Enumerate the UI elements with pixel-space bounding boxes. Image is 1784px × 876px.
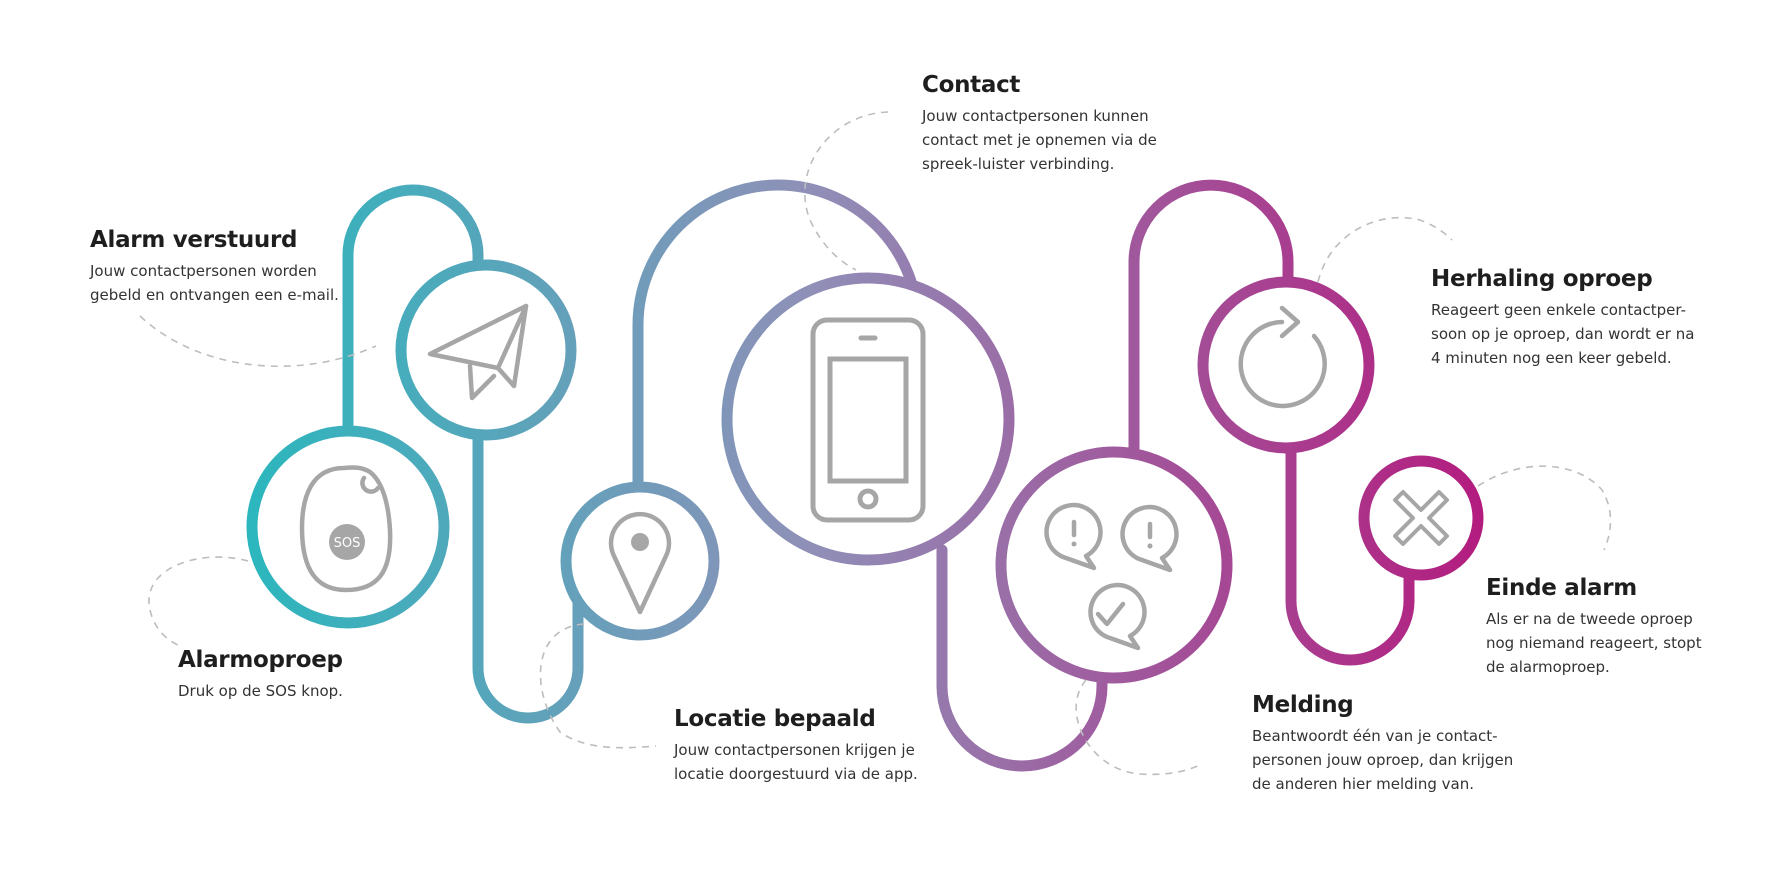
step-title: Einde alarm [1486, 575, 1637, 601]
step-label-locatie-bepaald: Locatie bepaald Jouw contactpersonen kri… [674, 706, 918, 786]
step-label-contact: Contact Jouw contactpersonen kunnen cont… [922, 72, 1157, 176]
step-description: Druk op de SOS knop. [178, 682, 343, 701]
step-circle-einde-alarm [1358, 455, 1484, 581]
step-circle-locatie-bepaald [560, 481, 720, 641]
step-label-herhaling-oproep: Herhaling oproep Reageert geen enkele co… [1431, 266, 1694, 370]
sos-device-icon: SOS [299, 465, 393, 593]
repeat-icon [1238, 305, 1327, 409]
step-circle-melding [995, 446, 1233, 684]
paper-plane-icon [427, 303, 529, 401]
speech-bubbles-icon [1044, 502, 1179, 651]
step-title: Alarmoproep [178, 647, 343, 673]
dashed-connectors [139, 111, 1612, 776]
step-title: Melding [1252, 692, 1354, 718]
step-circle-alarm-verstuurd [395, 259, 577, 441]
step-title: Contact [922, 72, 1021, 98]
flow-line [342, 179, 1415, 772]
step-title: Alarm verstuurd [90, 227, 298, 253]
step-description: Reageert geen enkele contactper- soon op… [1431, 301, 1695, 368]
step-description: Beantwoordt één van je contact- personen… [1252, 727, 1514, 794]
step-description: Als er na de tweede oproep nog niemand r… [1486, 610, 1702, 677]
step-description: Jouw contactpersonen worden gebeld en on… [90, 262, 339, 305]
step-label-alarmoproep: Alarmoproep Druk op de SOS knop. [178, 647, 343, 703]
step-title: Herhaling oproep [1431, 266, 1653, 292]
step-title: Locatie bepaald [674, 706, 876, 732]
sos-device-label: SOS [334, 536, 361, 551]
step-label-einde-alarm: Einde alarm Als er na de tweede oproep n… [1486, 575, 1702, 679]
step-label-alarm-verstuurd: Alarm verstuurd Jouw contactpersonen wor… [90, 227, 339, 307]
step-description: Jouw contactpersonen kunnen contact met … [922, 107, 1157, 174]
step-description: Jouw contactpersonen krijgen je locatie … [674, 741, 918, 784]
smartphone-icon [810, 317, 926, 523]
step-circle-contact [721, 272, 1015, 566]
location-pin-icon [608, 511, 672, 615]
step-label-melding: Melding Beantwoordt één van je contact- … [1252, 692, 1513, 796]
close-x-icon [1393, 490, 1449, 546]
step-circle-herhaling-oproep [1197, 276, 1375, 454]
